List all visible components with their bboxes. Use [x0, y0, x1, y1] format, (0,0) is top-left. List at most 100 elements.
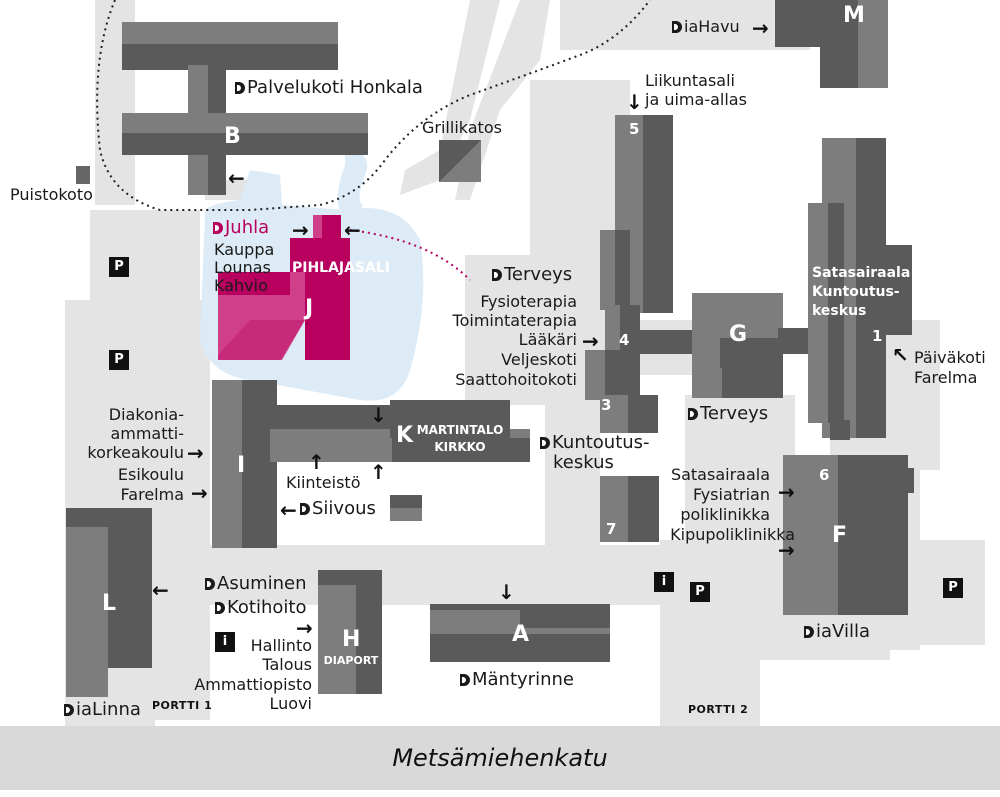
arrow-left-icon: ←	[228, 166, 245, 190]
dia-logo-icon	[64, 704, 74, 716]
liikuntasali-label-1[interactable]: Liikuntasali	[645, 71, 735, 90]
building-7-shape	[600, 476, 659, 542]
building-M-shape	[775, 0, 888, 88]
kauppa-label[interactable]: Kauppa	[214, 240, 275, 259]
terveys-label-2[interactable]: Terveys	[688, 404, 768, 424]
arrow-down-icon: ↓	[370, 403, 387, 427]
satasairaala-fysiatrian-label-3[interactable]: poliklinikka	[680, 505, 770, 524]
building-F-shape	[783, 455, 914, 615]
arrow-up-icon: ↑	[370, 460, 387, 484]
juhla-label[interactable]: Juhla	[213, 218, 269, 238]
building-B-letter[interactable]: B	[224, 124, 241, 149]
building-G-letter[interactable]: G	[729, 322, 748, 347]
toimintaterapia-label[interactable]: Toimintaterapia	[452, 311, 577, 330]
building-number-7[interactable]: 7	[606, 520, 617, 538]
paivakoti-label[interactable]: Päiväkoti	[914, 348, 986, 367]
kotihoito-label[interactable]: Kotihoito	[215, 598, 306, 618]
arrow-right-icon: →	[191, 481, 208, 505]
parking-icon[interactable]: P	[690, 582, 710, 602]
farelma-left-label[interactable]: Farelma	[120, 485, 184, 504]
satasairaala-fysiatrian-label-2[interactable]: Fysiatrian	[692, 485, 770, 504]
hallinto-label[interactable]: Hallinto	[250, 636, 312, 655]
diakonia-label-3[interactable]: korkeakoulu	[87, 443, 184, 462]
siivous-label[interactable]: Siivous	[300, 499, 376, 519]
arrow-right-icon: →	[778, 538, 795, 562]
veljeskoti-label[interactable]: Veljeskoti	[501, 350, 577, 369]
dia-logo-icon	[492, 269, 502, 281]
palvelukoti-label[interactable]: Palvelukoti Honkala	[235, 78, 423, 98]
kiinteisto-label[interactable]: Kiinteistö	[286, 473, 361, 492]
arrow-up-left-icon: ↖	[892, 343, 909, 367]
dia-logo-icon	[540, 437, 550, 449]
arrow-right-icon: →	[292, 218, 309, 242]
building-number-6[interactable]: 6	[819, 466, 830, 484]
building-I-letter[interactable]: I	[237, 453, 246, 478]
mantyrinne-label[interactable]: Mäntyrinne	[460, 670, 574, 690]
building-number-3[interactable]: 3	[601, 396, 612, 414]
building-1-shape	[808, 138, 912, 440]
info-icon[interactable]: i	[215, 632, 235, 652]
kuntoutus-label-2[interactable]: keskus	[553, 452, 614, 473]
satasairaala-fysiatrian-label-1[interactable]: Satasairaala	[670, 465, 770, 484]
building-number-5[interactable]: 5	[629, 120, 640, 138]
arrow-right-icon: →	[778, 480, 795, 504]
diakonia-label-2[interactable]: ammatti-	[110, 424, 184, 443]
building-number-1[interactable]: 1	[872, 327, 883, 345]
building-G-shape	[692, 293, 828, 398]
dia-logo-icon	[688, 408, 698, 420]
puistokoto-label[interactable]: Puistokoto	[10, 185, 93, 204]
building-J-letter[interactable]: J	[305, 296, 314, 321]
liikuntasali-label-2[interactable]: ja uima-allas	[645, 90, 747, 109]
dia-logo-icon	[300, 503, 310, 515]
building-K-letter[interactable]: K	[396, 423, 414, 448]
diavilla-label[interactable]: iaVilla	[804, 622, 870, 642]
parking-icon[interactable]: P	[109, 350, 129, 370]
esikoulu-label[interactable]: Esikoulu	[117, 465, 184, 484]
building-F-letter[interactable]: F	[832, 523, 848, 548]
fysioterapia-label[interactable]: Fysioterapia	[480, 292, 577, 311]
saattohoitokoti-label[interactable]: Saattohoitokoti	[455, 370, 577, 389]
dia-logo-icon	[460, 674, 470, 686]
farelma-right-label[interactable]: Farelma	[914, 368, 978, 387]
parking-icon[interactable]: P	[109, 257, 129, 277]
building-A-letter[interactable]: A	[512, 622, 530, 647]
arrow-left-icon: ←	[344, 218, 361, 242]
building-J-shape	[218, 215, 350, 360]
building-4-3-shape	[585, 305, 700, 433]
diakonia-label-1[interactable]: Diakonia-	[108, 405, 184, 424]
satasairaala-label-2: Kuntoutus-	[812, 284, 900, 300]
arrow-right-icon: →	[582, 329, 599, 353]
building-L-letter[interactable]: L	[102, 591, 117, 616]
arrow-down-icon: ↓	[498, 580, 515, 604]
talous-label[interactable]: Talous	[262, 655, 312, 674]
diahavu-label[interactable]: iaHavu	[672, 17, 740, 37]
lounas-label[interactable]: Lounas	[214, 258, 271, 277]
building-M-letter[interactable]: M	[843, 3, 865, 28]
arrow-left-icon: ←	[280, 498, 297, 522]
building-H-letter[interactable]: H	[342, 627, 361, 652]
kipupoliklinikka-label[interactable]: Kipupoliklinikka	[670, 525, 795, 544]
grillikatos-label[interactable]: Grillikatos	[422, 118, 502, 137]
luovi-label[interactable]: Luovi	[269, 694, 312, 713]
gate-2-label[interactable]: PORTTI 2	[688, 703, 749, 716]
dia-logo-icon	[213, 222, 223, 234]
arrow-down-icon: ↓	[626, 90, 643, 114]
info-icon[interactable]: i	[654, 572, 674, 592]
parking-icon[interactable]: P	[943, 578, 963, 598]
footpath-juhla	[349, 229, 471, 281]
kuntoutus-label-1[interactable]: Kuntoutus-	[540, 433, 650, 453]
kahvio-label[interactable]: Kahvio	[214, 276, 268, 295]
asuminen-label[interactable]: Asuminen	[205, 574, 307, 594]
building-A-shape	[430, 604, 610, 662]
dialinna-label[interactable]: iaLinna	[64, 700, 141, 720]
building-number-4[interactable]: 4	[619, 331, 630, 349]
laakari-label[interactable]: Lääkäri	[518, 330, 577, 349]
dia-logo-icon	[215, 602, 225, 614]
satasairaala-label-3: keskus	[812, 303, 867, 319]
gate-1-label[interactable]: PORTTI 1	[152, 699, 213, 712]
kirkko-label: KIRKKO	[434, 440, 486, 454]
ammattiopisto-label[interactable]: Ammattiopisto	[194, 675, 312, 694]
terveys-label-1[interactable]: Terveys	[492, 265, 572, 285]
